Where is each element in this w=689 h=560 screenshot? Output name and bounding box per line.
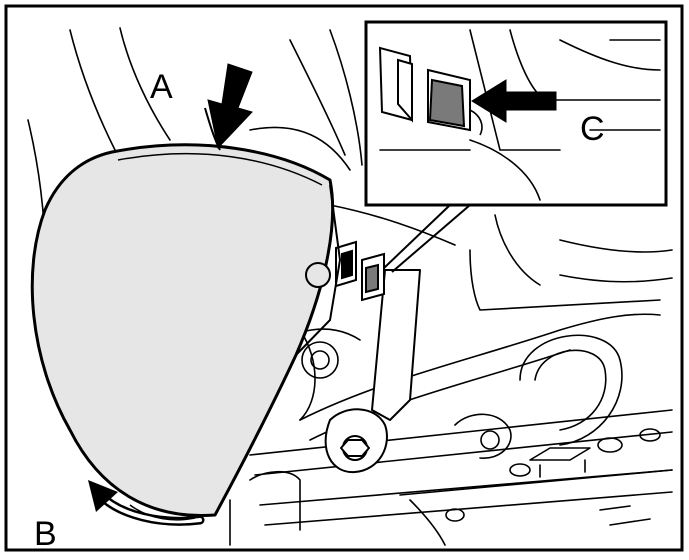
figure-border bbox=[4, 4, 684, 552]
detail-inset bbox=[364, 20, 668, 273]
rotate-arrow-icon bbox=[88, 480, 205, 526]
seat-track-cover bbox=[30, 143, 342, 518]
callout-a: A bbox=[150, 68, 173, 106]
press-arrow-icon bbox=[471, 79, 557, 123]
push-arrow-icon bbox=[204, 63, 253, 151]
seat-mechanism-lineart bbox=[27, 27, 673, 546]
clip-slots bbox=[335, 240, 385, 302]
latch-bracket bbox=[324, 269, 421, 474]
callout-b: B bbox=[34, 515, 57, 553]
callout-c: C bbox=[580, 110, 605, 148]
clip-tab bbox=[428, 78, 466, 128]
